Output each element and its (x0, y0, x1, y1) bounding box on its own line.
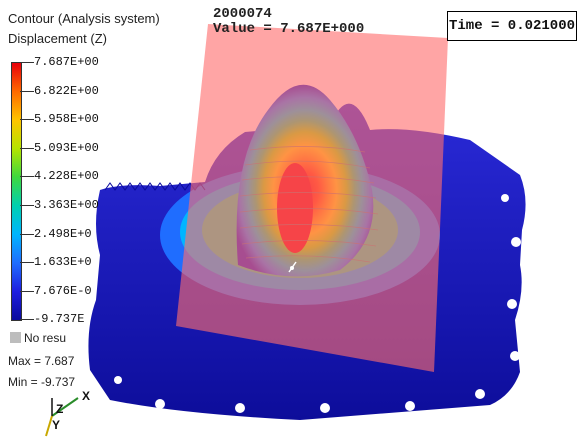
legend-level-label: 5.093E+00 (34, 140, 99, 155)
time-display: Time = 0.021000 (447, 11, 577, 41)
no-result-swatch (10, 332, 21, 343)
legend-level-label: 3.363E+00 (34, 198, 99, 212)
legend-tick (20, 62, 34, 63)
probe-node-id: 2000074 (213, 6, 272, 22)
legend-level-label: 7.676E-0 (34, 283, 92, 298)
legend-level-label: 7.687E+00 (34, 55, 99, 69)
legend-tick (20, 262, 34, 264)
legend-level-label: 2.498E+0 (34, 226, 92, 241)
max-value: Max = 7.687 (8, 354, 75, 368)
legend-tick (20, 205, 34, 206)
axis-triad-icon (45, 397, 79, 437)
min-value: Min = -9.737 (8, 375, 76, 389)
legend-tick (20, 90, 34, 92)
legend-subtitle: Displacement (Z) (8, 31, 107, 46)
axis-triad[interactable]: X Z Y (38, 389, 91, 440)
legend-title: Contour (Analysis system) (8, 11, 160, 26)
probe-marker[interactable] (288, 261, 297, 273)
section-plane[interactable] (176, 24, 448, 372)
legend-level-label: -9.737E (34, 312, 85, 327)
legend-level-label: 1.633E+0 (34, 255, 92, 270)
legend-level-label: 5.958E+00 (34, 112, 99, 127)
no-result-label: No resu (24, 331, 67, 345)
legend-tick (20, 176, 34, 178)
probe-value: Value = 7.687E+000 (213, 21, 365, 37)
legend-level-label: 4.228E+00 (34, 169, 99, 184)
legend-tick (20, 233, 34, 235)
legend-tick (20, 319, 34, 321)
axis-z-label: Z (56, 402, 64, 416)
legend-tick (20, 147, 34, 149)
contour-color-bar (11, 62, 22, 321)
legend-tick (20, 290, 34, 292)
legend-level-label: 6.822E+00 (34, 83, 99, 98)
axis-x-label: X (82, 389, 91, 403)
legend-tick (20, 119, 34, 121)
axis-y-label: Y (52, 418, 61, 432)
